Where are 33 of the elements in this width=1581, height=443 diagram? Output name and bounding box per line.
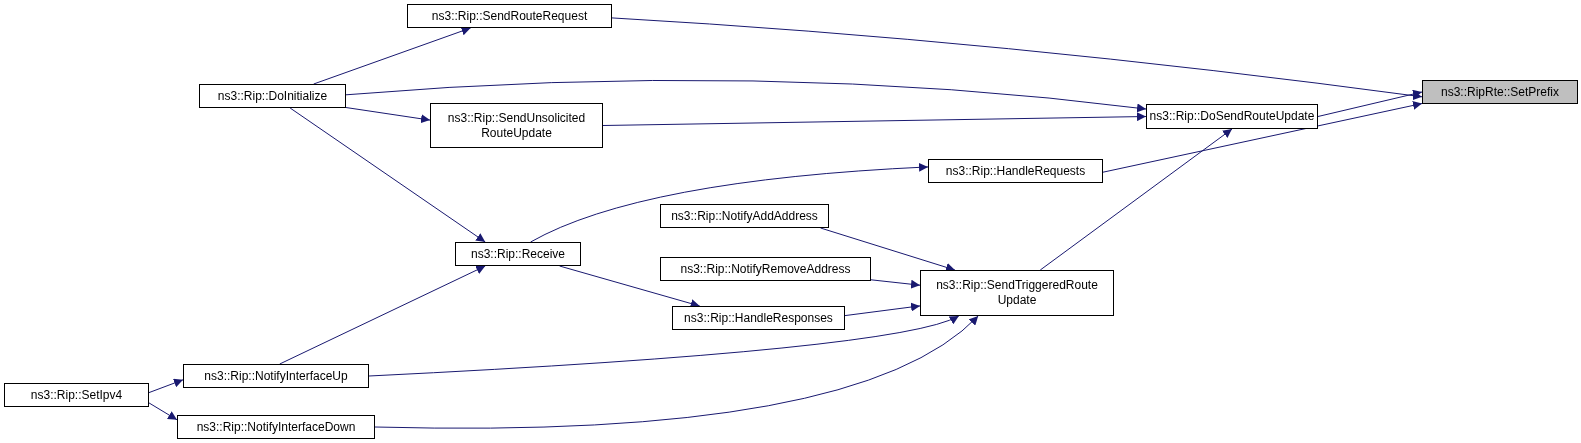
function-box: ns3::Rip::HandleRequests [928,159,1103,183]
function-box: ns3::Rip::NotifyRemoveAddress [660,257,871,281]
arrow [289,107,486,243]
function-box: ns3::Rip::DoSendRouteUpdate [1146,104,1318,129]
function-box: ns3::Rip::DoInitialize [199,84,346,108]
arrow [1039,128,1233,271]
arrow [368,315,960,377]
arrow [820,227,956,272]
arrow [279,265,486,365]
function-box: ns3::Rip::SendRouteRequest [407,4,612,28]
arrow [611,17,1423,101]
arrow [844,302,921,317]
function-box: ns3::Rip::SendTriggeredRoute Update [920,270,1114,316]
arrow [313,26,472,85]
function-box: ns3::Rip::Receive [455,242,581,266]
function-box: ns3::Rip::NotifyInterfaceDown [177,415,375,439]
arrow [530,162,929,243]
function-box: ns3::Rip::SetIpv4 [4,383,149,407]
function-box: ns3::Rip::HandleResponses [672,306,845,330]
arrow [345,79,1147,113]
arrow [345,107,431,124]
arrow [374,315,979,429]
function-box: ns3::RipRte::SetPrefix [1422,80,1578,104]
function-box: ns3::Rip::NotifyInterfaceUp [183,364,369,388]
function-box: ns3::Rip::NotifyAddAddress [660,204,829,228]
arrow [1102,101,1423,173]
arrow [1317,89,1423,117]
arrow [602,112,1147,126]
arrow [148,402,178,421]
arrow [559,265,701,308]
arrow [870,279,921,289]
function-box: ns3::Rip::SendUnsolicited RouteUpdate [430,103,603,148]
arrow [148,378,184,394]
